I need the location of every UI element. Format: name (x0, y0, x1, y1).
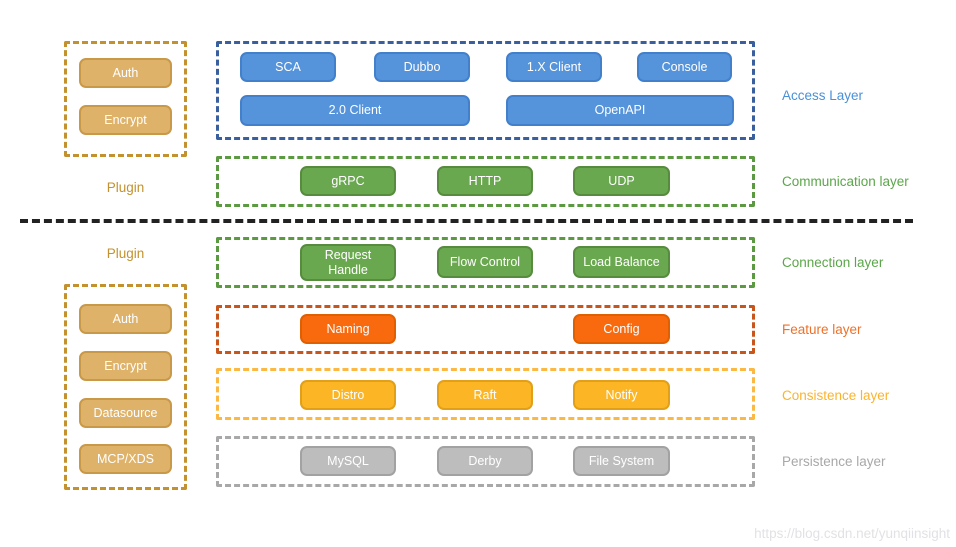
feature-layer-label: Feature layer (782, 322, 862, 337)
node-dubbo: Dubbo (374, 52, 470, 82)
node-load-balance: Load Balance (573, 246, 670, 278)
plugin-top-box (64, 41, 187, 157)
node-config: Config (573, 314, 670, 344)
node-mcp-xds: MCP/XDS (79, 444, 172, 474)
node-flow-control: Flow Control (437, 246, 533, 278)
node-auth-top: Auth (79, 58, 172, 88)
persistence-layer-label: Persistence layer (782, 454, 886, 469)
node-openapi: OpenAPI (506, 95, 734, 126)
consistence-layer-box (216, 368, 755, 420)
server-client-divider (20, 219, 913, 223)
plugin-bottom-box (64, 284, 187, 490)
communication-layer-box (216, 156, 755, 207)
access-layer-label: Access Layer (782, 88, 864, 103)
access-layer-box (216, 41, 755, 140)
node-http: HTTP (437, 166, 533, 196)
watermark-url: https://blog.csdn.net/yunqiinsight (754, 526, 950, 541)
connection-layer-label: Connection layer (782, 255, 884, 270)
node-auth-bottom: Auth (79, 304, 172, 334)
node-encrypt-top: Encrypt (79, 105, 172, 135)
connection-layer-box (216, 237, 755, 288)
node-datasource: Datasource (79, 398, 172, 428)
node-sca: SCA (240, 52, 336, 82)
node-20-client: 2.0 Client (240, 95, 470, 126)
feature-layer-box (216, 305, 755, 354)
node-grpc: gRPC (300, 166, 396, 196)
communication-layer-label: Communication layer (782, 174, 909, 189)
plugin-bottom-label: Plugin (106, 246, 145, 261)
node-mysql: MySQL (300, 446, 396, 476)
node-console: Console (637, 52, 732, 82)
persistence-layer-box (216, 436, 755, 487)
node-file-system: File System (573, 446, 670, 476)
node-derby: Derby (437, 446, 533, 476)
node-raft: Raft (437, 380, 533, 410)
node-udp: UDP (573, 166, 670, 196)
node-distro: Distro (300, 380, 396, 410)
node-1x-client: 1.X Client (506, 52, 602, 82)
node-notify: Notify (573, 380, 670, 410)
node-naming: Naming (300, 314, 396, 344)
node-request-handle: Request Handle (300, 244, 396, 281)
consistence-layer-label: Consistence layer (782, 388, 890, 403)
node-encrypt-bottom: Encrypt (79, 351, 172, 381)
plugin-top-label: Plugin (106, 180, 145, 195)
